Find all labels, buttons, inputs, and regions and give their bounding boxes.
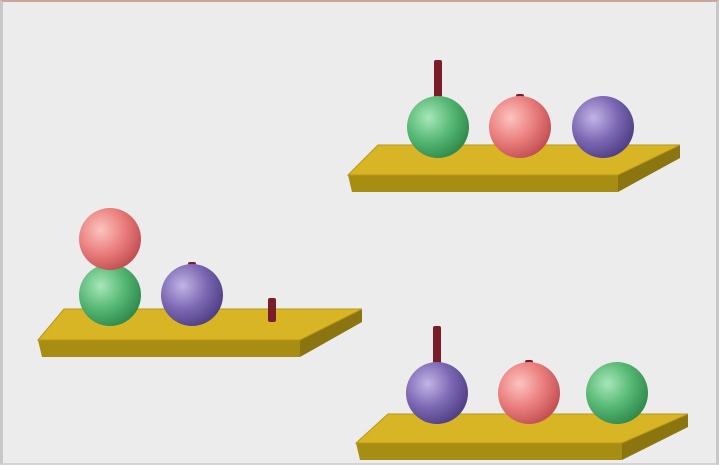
purple-ball bbox=[572, 96, 634, 158]
board-top-right bbox=[346, 60, 681, 192]
green-ball bbox=[79, 264, 141, 326]
red-ball bbox=[79, 208, 141, 270]
purple-ball bbox=[161, 264, 223, 326]
board-side-face bbox=[618, 145, 680, 192]
board-front-face bbox=[38, 340, 300, 357]
board-front-face bbox=[356, 443, 622, 460]
red-ball bbox=[489, 96, 551, 158]
purple-ball bbox=[406, 362, 468, 424]
board-left bbox=[36, 208, 363, 357]
board-side-face bbox=[300, 309, 362, 357]
board-front-face bbox=[348, 175, 618, 192]
board-side-face bbox=[622, 414, 688, 460]
red-ball bbox=[498, 362, 560, 424]
green-ball bbox=[586, 362, 648, 424]
peg bbox=[268, 298, 276, 322]
green-ball bbox=[407, 96, 469, 158]
board-bottom-right bbox=[354, 326, 689, 460]
